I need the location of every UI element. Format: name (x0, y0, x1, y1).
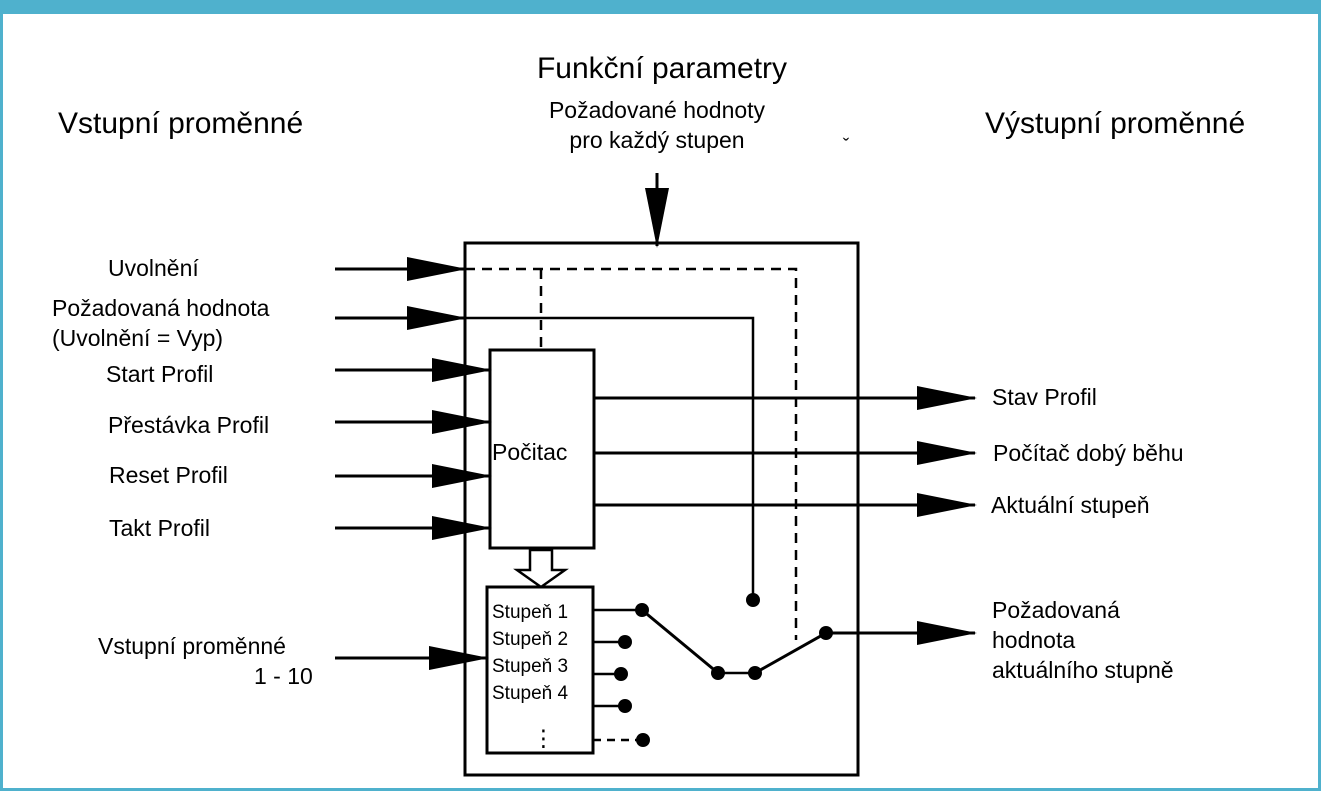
output-setpoint-label-2: hodnota (992, 627, 1075, 653)
setpoints-line-1: Požadované hodnoty (549, 97, 766, 123)
stage-2-node (618, 635, 632, 649)
input-start-label: Start Profil (106, 361, 213, 387)
stage-4-node (618, 699, 632, 713)
stage-3-label: Stupeň 3 (492, 656, 568, 677)
stage-3-node (614, 667, 628, 681)
setpoint-off-node (746, 593, 760, 607)
small-mark: ˇ (843, 136, 850, 157)
output-status-label: Stav Profil (992, 384, 1097, 410)
input-setpoint-label-2: (Uvolnění = Vyp) (52, 325, 223, 351)
stage-1-label: Stupeň 1 (492, 602, 568, 623)
functional-params-title: Funkční parametry (537, 52, 787, 85)
output-node (819, 626, 833, 640)
input-vars-label-1: Vstupní proměnné (98, 633, 286, 659)
output-setpoint-label-1: Požadovaná (992, 597, 1120, 623)
output-runtime-label: Počítač dobý běhu (993, 440, 1184, 466)
input-clock-label: Takt Profil (109, 515, 210, 541)
output-setpoint-label-3: aktuálního stupně (992, 657, 1174, 683)
profile-block (463, 241, 860, 777)
input-enable-label: Uvolnění (108, 255, 199, 281)
stage-4-label: Stupeň 4 (492, 683, 568, 704)
counter-label: Počitac (492, 439, 567, 465)
enable-switch-arm (754, 631, 827, 675)
input-reset-label: Reset Profil (109, 462, 228, 488)
enable-dashed-line (465, 267, 798, 640)
title-bar (0, 0, 1321, 14)
input-pause-label: Přestávka Profil (108, 412, 269, 438)
setpoints-line-2: pro každý stupen (569, 127, 744, 153)
inputs-title: Vstupní proměnné (58, 107, 303, 140)
hollow-arrow (513, 548, 569, 589)
selector-node-left (711, 666, 725, 680)
input-vars-label-2: 1 - 10 (254, 663, 313, 689)
more-stages-mark: ⋮ (532, 725, 555, 751)
selector-switch-arm (641, 608, 719, 675)
output-stage-label: Aktuální stupeň (991, 492, 1150, 518)
stage-2-label: Stupeň 2 (492, 629, 568, 650)
counter-box (488, 348, 596, 550)
outputs-title: Výstupní proměnné (985, 107, 1245, 140)
stage-n-node (636, 733, 650, 747)
input-setpoint-label-1: Požadovaná hodnota (52, 295, 270, 321)
